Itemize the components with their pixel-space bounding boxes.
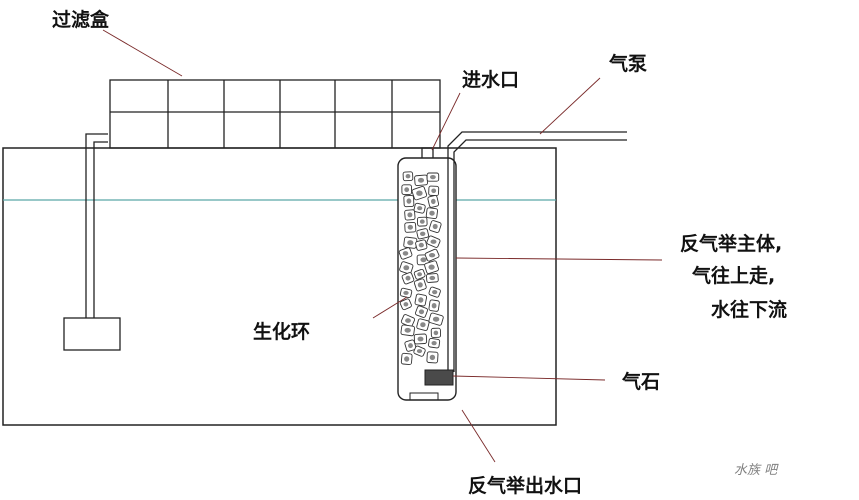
bio-ring-hole: [406, 198, 412, 204]
bio-ring-hole: [416, 349, 423, 354]
bio-ring-hole: [405, 275, 411, 281]
pointer-water-inlet: [431, 92, 461, 151]
bio-ring-hole: [431, 303, 437, 309]
bio-ring-hole: [432, 316, 440, 322]
bio-ring-hole: [418, 242, 424, 248]
aquarium-tank: [2, 147, 557, 426]
bio-ring-hole: [431, 188, 437, 194]
bio-ring-hole: [404, 327, 411, 333]
bio-ring-hole: [417, 282, 423, 288]
pointer-filter-box: [102, 29, 183, 77]
bio-ring-hole: [430, 175, 436, 180]
bio-ring-hole: [405, 174, 411, 179]
label-filter-box: 过滤盒: [52, 8, 110, 31]
bio-ring-hole: [418, 309, 425, 315]
bio-ring-hole: [416, 190, 423, 196]
bio-ring-hole: [407, 224, 413, 230]
bio-rings: [398, 171, 444, 366]
bio-ring-hole: [429, 275, 436, 281]
bio-ring-hole: [417, 206, 423, 211]
bio-ring-hole: [405, 318, 411, 323]
bio-ring-hole: [417, 272, 422, 277]
bio-ring-hole: [428, 264, 435, 270]
bio-ring-hole: [432, 290, 438, 295]
bio-ring-hole: [408, 343, 413, 349]
bio-ring-hole: [403, 265, 410, 271]
bio-ring-hole: [418, 297, 424, 303]
pointer-bio-rings: [372, 296, 408, 319]
pointer-air-pump: [539, 77, 601, 135]
bio-ring-hole: [429, 354, 436, 361]
filter-box: [109, 79, 441, 149]
bio-ring-hole: [404, 356, 410, 362]
bio-ring-hole: [419, 219, 425, 224]
label-water-inlet: 进水口: [462, 69, 519, 91]
bio-ring-hole: [402, 251, 409, 256]
label-reverse-lift-body-1: 反气举主体,: [680, 232, 782, 255]
air-tube: [447, 131, 627, 372]
label-reverse-lift-body-3: 水往下流: [711, 298, 787, 321]
bio-ring-hole: [420, 322, 426, 328]
bio-ring-hole: [404, 187, 410, 193]
pointer-outlet: [461, 409, 496, 463]
bio-ring-hole: [420, 231, 426, 236]
bio-ring-hole: [403, 302, 409, 307]
pointer-reverse-lift: [455, 257, 663, 261]
bio-ring-hole: [430, 239, 437, 244]
bio-ring-hole: [420, 257, 427, 263]
bio-ring-hole: [431, 341, 437, 346]
drain-pipe: [85, 133, 108, 318]
bio-ring-hole: [407, 240, 414, 246]
pointer-air-stone: [452, 375, 606, 381]
air-stone: [424, 369, 454, 386]
bio-ring-hole: [407, 212, 413, 218]
bio-ring-hole: [429, 253, 436, 258]
label-air-pump: 气泵: [608, 52, 647, 75]
intake-sponge: [63, 317, 121, 351]
pointer-lines: [102, 29, 663, 463]
bio-ring-hole: [403, 290, 409, 295]
bio-ring-hole: [432, 223, 438, 230]
watermark-signature: 水族 吧: [734, 463, 779, 478]
label-reverse-lift-outlet: 反气举出水口: [468, 474, 582, 497]
label-air-stone: 气石: [621, 370, 660, 393]
outlet-notch: [409, 392, 439, 400]
bio-ring-hole: [431, 198, 436, 205]
label-bio-rings: 生化环: [253, 320, 310, 343]
bio-ring-hole: [433, 330, 439, 336]
bio-ring-hole: [417, 336, 424, 342]
bio-ring-hole: [417, 177, 425, 183]
bio-ring-hole: [429, 210, 435, 216]
label-reverse-lift-body-2: 气往上走,: [691, 264, 775, 287]
